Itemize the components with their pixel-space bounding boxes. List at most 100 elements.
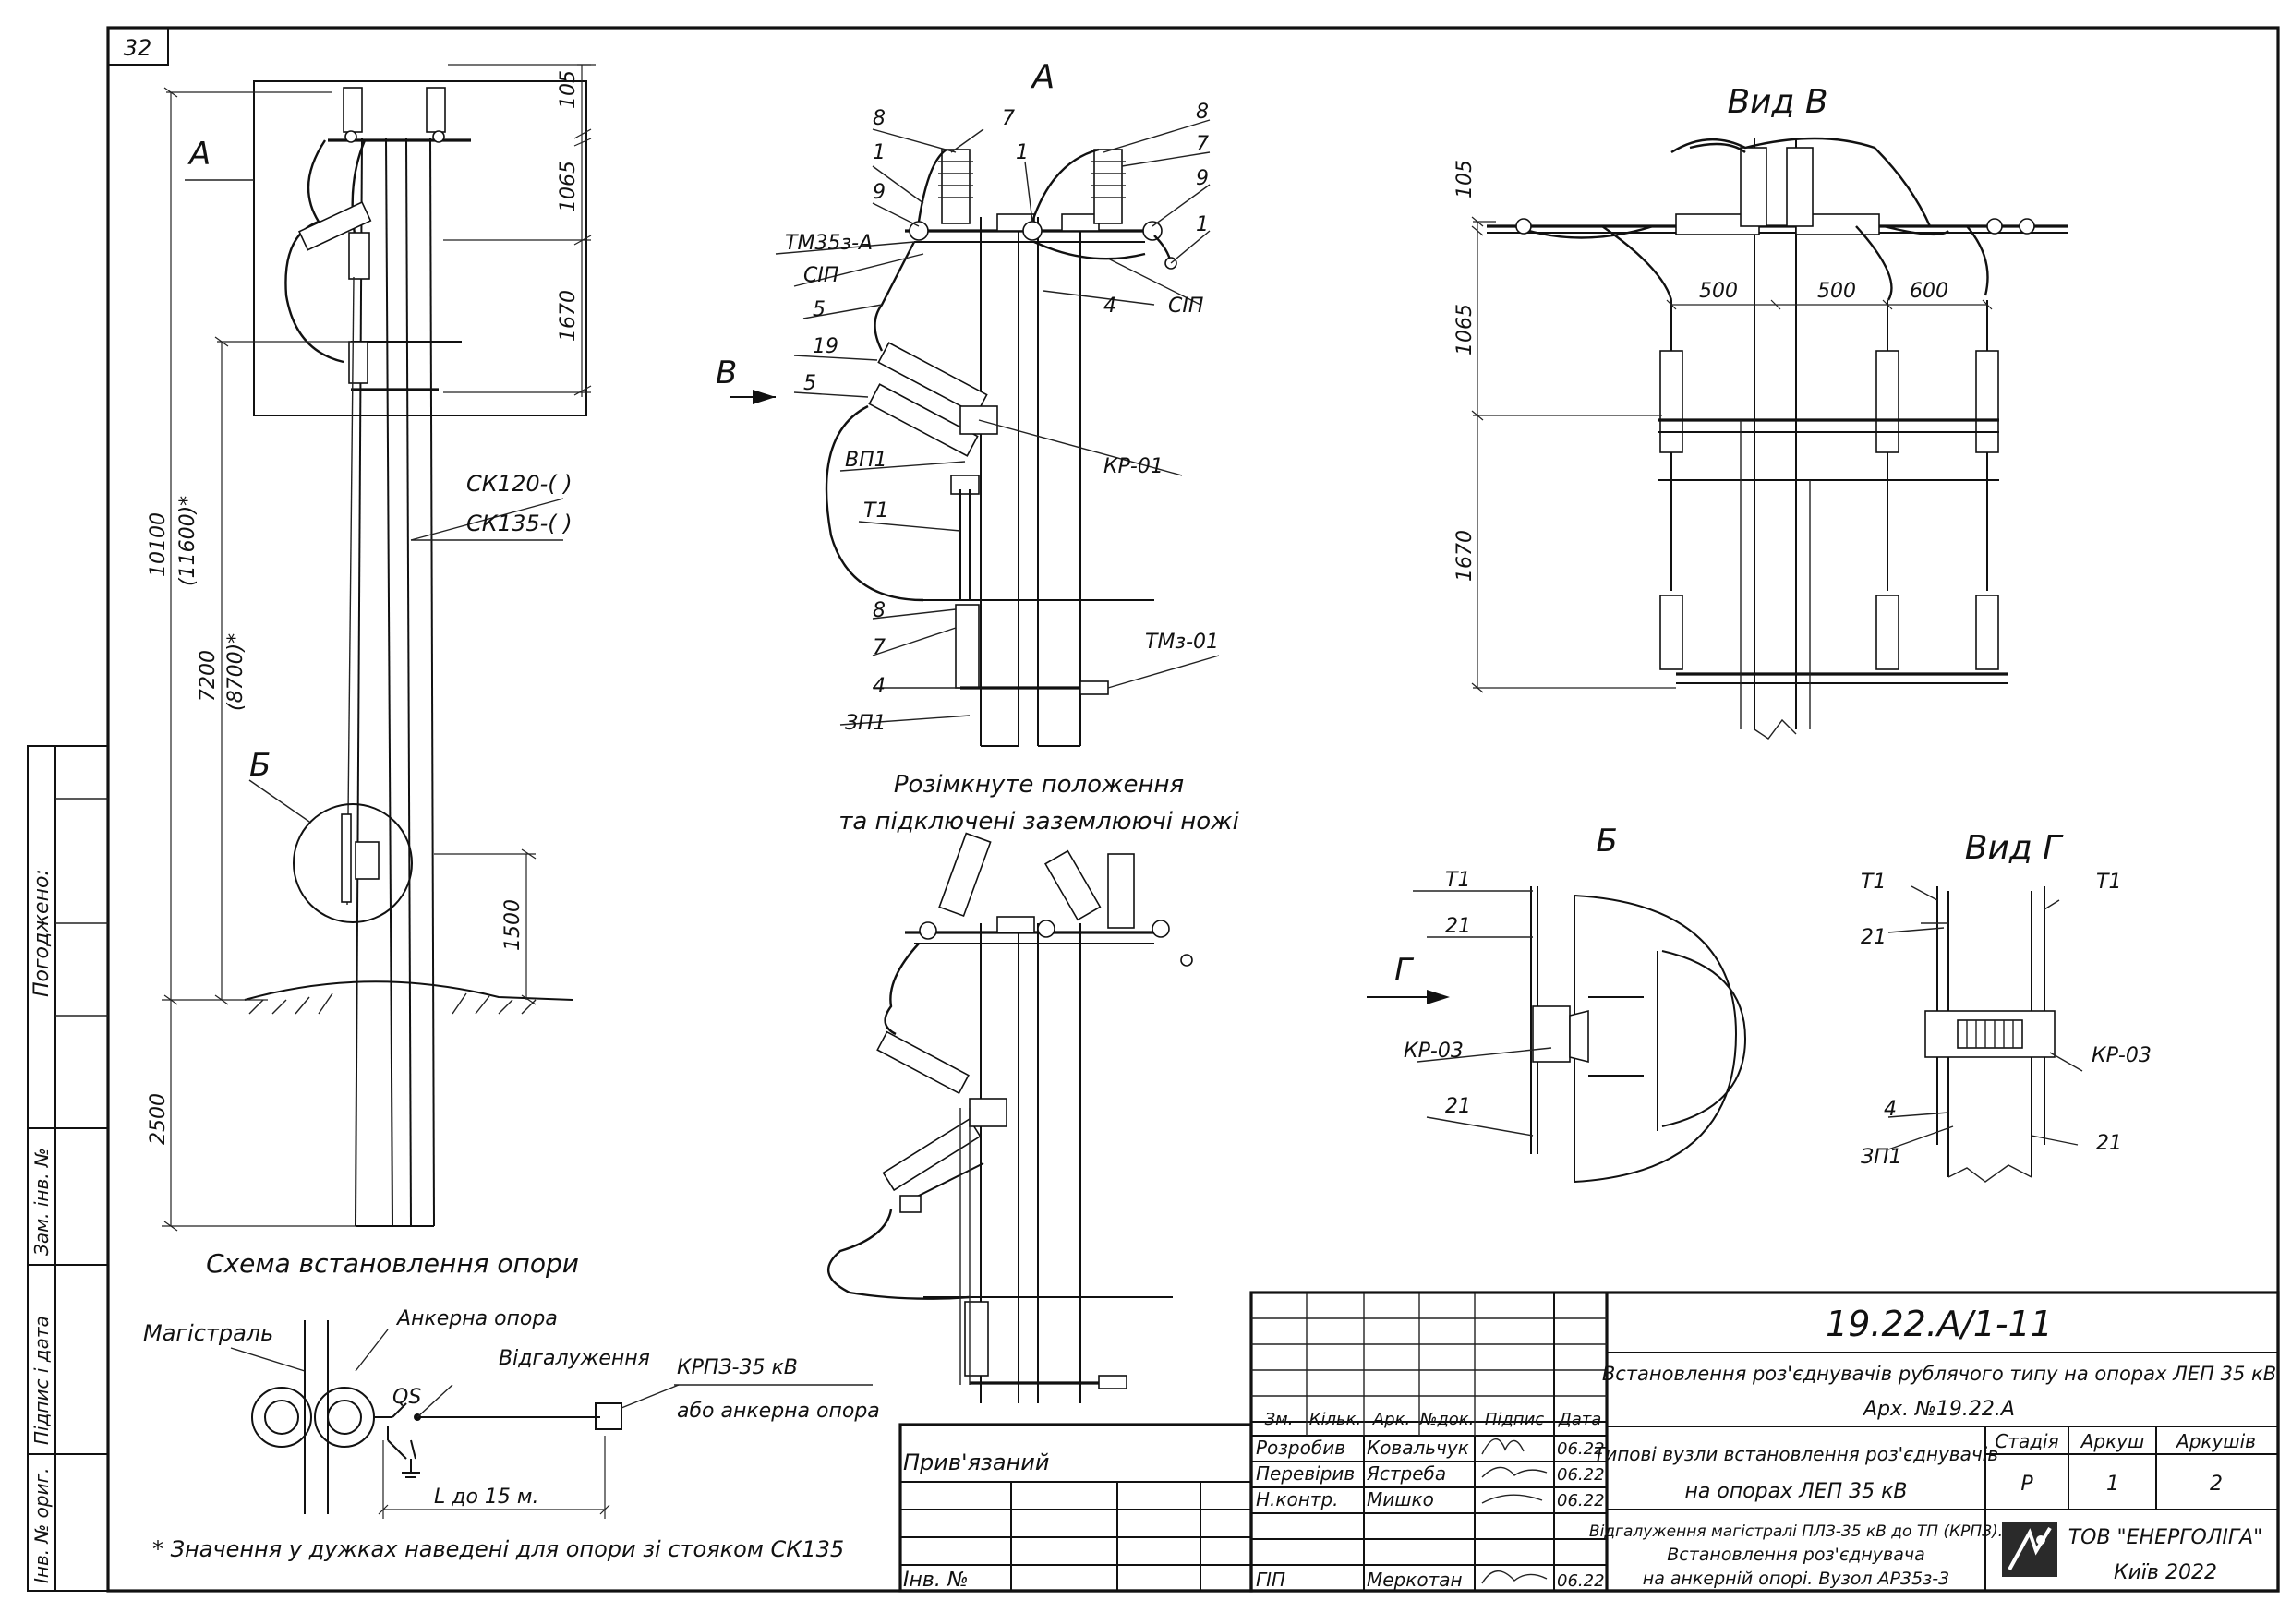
main-pole-view: 105 1065 1670 1500 10100 (11600)* 7200 (… bbox=[147, 64, 596, 1279]
view-v-dim-500b: 500 bbox=[1817, 280, 1856, 303]
view-a-label-19: 1 bbox=[1196, 213, 1209, 236]
view-g-label-4: 4 bbox=[1884, 1098, 1897, 1121]
tb-h5: Дата bbox=[1558, 1410, 1602, 1429]
view-v-dim-1670: 1670 bbox=[1453, 530, 1477, 582]
scheme-qs: QS bbox=[392, 1386, 421, 1409]
view-a-label-9: ВП1 bbox=[845, 449, 887, 472]
tb-h2: Арк. bbox=[1372, 1410, 1410, 1429]
tb-name-3: Меркотан bbox=[1367, 1569, 1463, 1591]
tb-date-0: 06.22 bbox=[1557, 1439, 1605, 1459]
view-a-label-6: 5 bbox=[813, 298, 826, 321]
view-a-label-5: СІП bbox=[803, 264, 838, 287]
tb-doc-title-2: на опорах ЛЕП 35 кВ bbox=[1685, 1480, 1908, 1503]
stamp-sign-date: Підпис і дата bbox=[30, 1316, 53, 1445]
main-caption: Схема встановлення опори bbox=[206, 1248, 579, 1279]
tb-date-1: 06.22 bbox=[1557, 1465, 1605, 1485]
open-caption-1: Розімкнуте положення bbox=[894, 771, 1184, 799]
tb-sheet-desc-3: на анкерній опорі. Вузол АР35з-3 bbox=[1643, 1569, 1949, 1589]
tb-role-1: Перевірив bbox=[1256, 1462, 1355, 1485]
view-g-label-1: Т1 bbox=[2096, 871, 2121, 894]
view-a-label-10: Т1 bbox=[863, 499, 888, 523]
dim-1065: 1065 bbox=[557, 161, 580, 212]
view-a-label-1: 7 bbox=[1002, 107, 1015, 130]
view-v-title: Вид В bbox=[1727, 83, 1827, 121]
scheme-anchor: Анкерна опора bbox=[395, 1307, 558, 1330]
tb-stage: Р bbox=[2020, 1473, 2033, 1496]
tb-sheets: 2 bbox=[2210, 1473, 2223, 1496]
tb-name-0: Ковальчук bbox=[1367, 1437, 1469, 1459]
view-g-label-5: ЗП1 bbox=[1861, 1146, 1902, 1169]
tb-stage-h: Стадія bbox=[1995, 1430, 2058, 1452]
label-b-main: Б bbox=[249, 747, 271, 784]
tb-sheet-h: Аркуш bbox=[2080, 1430, 2145, 1452]
tb-arch: Арх. №19.22.А bbox=[1862, 1398, 2015, 1421]
view-v-dim-105: 105 bbox=[1453, 160, 1477, 198]
arrow-g-label: Г bbox=[1394, 952, 1415, 989]
view-a-label-20: 4 bbox=[1103, 295, 1116, 318]
view-a-label-2: 1 bbox=[873, 141, 886, 164]
tb-date-2: 06.22 bbox=[1557, 1491, 1605, 1510]
tb-h3: №док. bbox=[1419, 1410, 1475, 1429]
view-a-label-12: 7 bbox=[873, 636, 886, 659]
tb-role-0: Розробив bbox=[1256, 1437, 1345, 1459]
tb-doc-title-1: Типові вузли встановлення роз'єднувачів bbox=[1594, 1443, 1998, 1465]
tb-name-1: Ястреба bbox=[1366, 1462, 1446, 1485]
view-g-label-6: 21 bbox=[2096, 1132, 2122, 1155]
tb-inv: Інв. № bbox=[903, 1569, 969, 1592]
view-a: А bbox=[716, 58, 1220, 747]
tb-sheet: 1 bbox=[2106, 1473, 2119, 1496]
view-a-label-3: 9 bbox=[873, 181, 886, 204]
detail-b-label-2: КР-03 bbox=[1404, 1040, 1464, 1063]
scheme-or-anchor: або анкерна опора bbox=[677, 1400, 880, 1423]
view-a-label-23: ТМз-01 bbox=[1145, 631, 1219, 654]
tb-name-2: Мишко bbox=[1367, 1488, 1434, 1510]
title-block: Прив'язаний Інв. № Зм. Кільк. Арк. №док.… bbox=[898, 1291, 2280, 1593]
view-a-label-17: 7 bbox=[1196, 133, 1209, 156]
detail-b-label-3: 21 bbox=[1445, 1095, 1471, 1118]
view-g-label-0: Т1 bbox=[1861, 871, 1886, 894]
connection-scheme: Магістраль Анкерна опора Відгалуження QS… bbox=[143, 1307, 880, 1519]
dim-10100: 10100 bbox=[147, 512, 170, 577]
tb-date-3: 06.22 bbox=[1557, 1571, 1605, 1591]
dim-8700: (8700)* bbox=[224, 633, 247, 711]
detail-frame-a bbox=[253, 80, 587, 416]
view-g-label-3: КР-03 bbox=[2092, 1044, 2152, 1067]
view-v-dim-500a: 500 bbox=[1699, 280, 1738, 303]
label-a-main: А bbox=[187, 136, 211, 173]
sheet-number: 32 bbox=[124, 35, 152, 61]
view-v: Вид В bbox=[1453, 83, 2068, 740]
stamp-agreed: Погоджено: bbox=[30, 869, 54, 997]
scheme-krpz: КРПЗ-35 кВ bbox=[677, 1356, 798, 1379]
signature-2 bbox=[1481, 1494, 1543, 1504]
dim-1500: 1500 bbox=[501, 899, 525, 951]
scheme-main: Магістраль bbox=[143, 1320, 273, 1346]
view-a-label-4: ТМ35з-А bbox=[785, 232, 873, 255]
detail-b-label-1: 21 bbox=[1445, 915, 1471, 938]
stamp-replaced-inv: Зам. інв. № bbox=[30, 1148, 53, 1256]
dim-1670: 1670 bbox=[557, 290, 580, 342]
view-g-label-2: 21 bbox=[1861, 926, 1887, 949]
view-a-label-8: 5 bbox=[803, 372, 816, 395]
tb-h4: Підпис bbox=[1485, 1410, 1544, 1429]
tb-name: Встановлення роз'єднувачів рублячого тип… bbox=[1602, 1363, 2276, 1385]
open-caption-2: та підключені заземлюючі ножі bbox=[838, 808, 1239, 836]
pole-type-2: СК135-( ) bbox=[466, 511, 573, 536]
arrow-b-label: В bbox=[716, 355, 737, 391]
view-g: Вид Г Т1 Т1 21 КР-03 4 ЗП1 21 bbox=[1861, 829, 2152, 1183]
tb-code: 19.22.А/1-11 bbox=[1826, 1304, 2053, 1344]
signature-0 bbox=[1481, 1438, 1525, 1455]
tb-sheets-h: Аркушів bbox=[2175, 1430, 2256, 1452]
view-a-label-15: 1 bbox=[1016, 141, 1029, 164]
detail-circle-b bbox=[293, 803, 413, 923]
view-a-label-7: 19 bbox=[813, 335, 838, 358]
view-a-label-11: 8 bbox=[873, 599, 886, 622]
dim-105: 105 bbox=[557, 70, 580, 109]
view-a-label-18: 9 bbox=[1196, 167, 1209, 190]
tb-city: Київ 2022 bbox=[2114, 1561, 2217, 1584]
tb-sheet-desc-1: Відгалуження магістралі ПЛЗ-35 кВ до ТП … bbox=[1589, 1522, 2003, 1541]
view-a-open bbox=[826, 832, 1193, 1403]
detail-b-title: Б bbox=[1596, 823, 1617, 860]
open-position-caption: Розімкнуте положення та підключені зазем… bbox=[838, 771, 1239, 836]
